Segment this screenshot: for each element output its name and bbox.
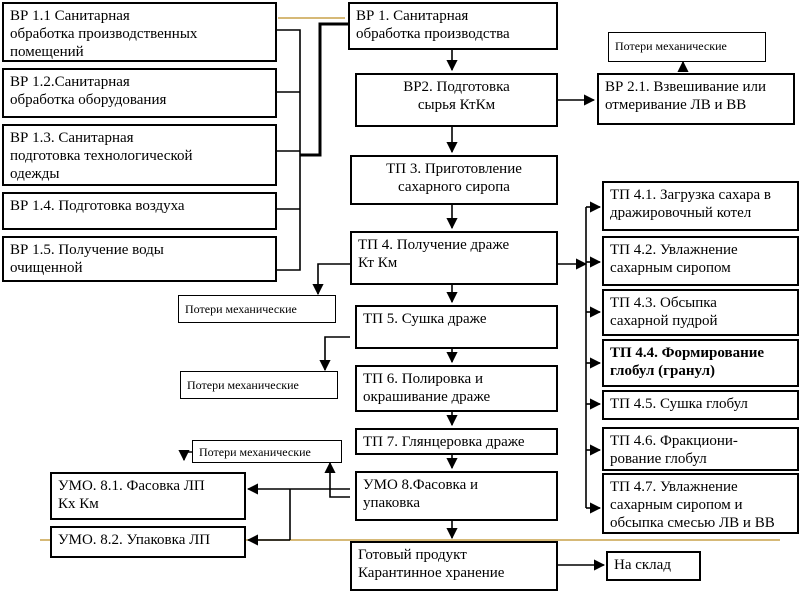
step-tp-6: ТП 6. Полировка и окрашивание драже xyxy=(355,365,558,412)
step-vr-1-4: ВР 1.4. Подготовка воздуха xyxy=(2,192,277,230)
step-tp-3: ТП 3. Приготовление сахарного сиропа xyxy=(350,155,558,205)
warehouse-box: На склад xyxy=(606,551,701,581)
step-tp-7: ТП 7. Глянцеровка драже xyxy=(355,428,558,455)
losses-label-top: Потери механические xyxy=(608,32,766,62)
step-tp-4-4: ТП 4.4. Формирование глобул (гранул) xyxy=(602,339,799,387)
step-vr-1: ВР 1. Санитарная обработка производства xyxy=(348,2,558,50)
step-vr-2-1: ВР 2.1. Взвешивание или отмеривание ЛВ и… xyxy=(597,73,795,125)
step-tp-4-6: ТП 4.6. Фракциони- рование глобул xyxy=(602,427,799,471)
final-product: Готовый продукт Карантинное хранение xyxy=(350,541,558,591)
step-vr-1-1: ВР 1.1 Санитарная обработка производстве… xyxy=(2,2,277,62)
step-umo-8: УМО 8.Фасовка и упаковка xyxy=(355,471,558,521)
step-tp-4-5: ТП 4.5. Сушка глобул xyxy=(602,390,799,420)
step-vr-1-5: ВР 1.5. Получение воды очищенной xyxy=(2,236,277,282)
losses-label-tp5: Потери механические xyxy=(180,371,338,399)
losses-label-tp4: Потери механические xyxy=(178,295,336,323)
step-vr-1-2: ВР 1.2.Санитарная обработка оборудования xyxy=(2,68,277,118)
step-tp-4: ТП 4. Получение драже Кт Км xyxy=(350,231,558,285)
step-tp-4-2: ТП 4.2. Увлажнение сахарным сиропом xyxy=(602,236,799,286)
step-vr-1-3: ВР 1.3. Санитарная подготовка технологич… xyxy=(2,124,277,186)
step-tp-5: ТП 5. Сушка драже xyxy=(355,305,558,349)
losses-label-tp7: Потери механические xyxy=(192,440,342,463)
step-tp-4-1: ТП 4.1. Загрузка сахара в дражировочный … xyxy=(602,181,799,231)
step-umo-8-1: УМО. 8.1. Фасовка ЛП Кх Км xyxy=(50,472,246,520)
step-tp-4-3: ТП 4.3. Обсыпка сахарной пудрой xyxy=(602,289,799,336)
step-tp-4-7: ТП 4.7. Увлажнение сахарным сиропом и об… xyxy=(602,473,799,534)
step-umo-8-2: УМО. 8.2. Упаковка ЛП xyxy=(50,526,246,558)
step-vr-2: ВР2. Подготовка сырья КтКм xyxy=(355,73,558,127)
